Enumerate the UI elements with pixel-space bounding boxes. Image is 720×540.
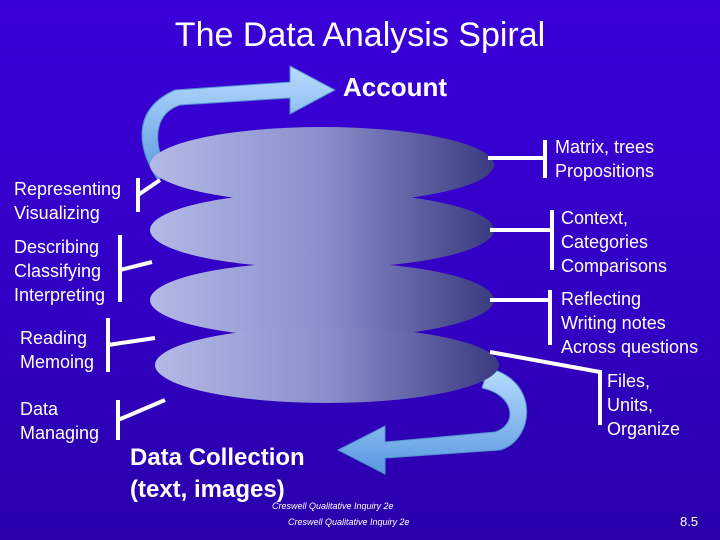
bracket-matrix [488,140,547,178]
data-collection-label: Data Collection (text, images) [130,444,305,503]
bracket-files [489,350,602,425]
citation-top: Creswell Qualitative Inquiry 2e [272,501,394,511]
page-title: The Data Analysis Spiral [174,16,546,54]
page-number: 8.5 [680,514,699,529]
label-describing: Describing Classifying Interpreting [14,237,106,305]
label-representing: Representing Visualizing [14,179,122,223]
citation-bottom: Creswell Qualitative Inquiry 2e [288,517,410,527]
bracket-reading [106,318,156,372]
bracket-context [490,210,554,270]
spiral-layer-2 [150,192,494,268]
bottom-spiral-arrow [336,367,528,475]
spiral-layer-1 [150,127,494,203]
account-label: Account [343,72,447,102]
bracket-reflecting [490,290,552,345]
top-spiral-arrow [141,65,337,181]
label-context: Context, Categories Comparisons [561,208,668,276]
label-data-managing: Data Managing [20,399,100,443]
label-matrix: Matrix, trees Propositions [555,137,655,181]
bracket-data-managing [116,398,166,440]
label-reflecting: Reflecting Writing notes Across question… [561,289,699,357]
bracket-describing [118,235,153,302]
label-reading: Reading Memoing [20,328,95,372]
bracket-representing [136,178,162,212]
spiral-layer-3 [150,262,494,338]
spiral-layer-4 [155,327,499,403]
label-files: Files, Units, Organize [607,371,681,439]
